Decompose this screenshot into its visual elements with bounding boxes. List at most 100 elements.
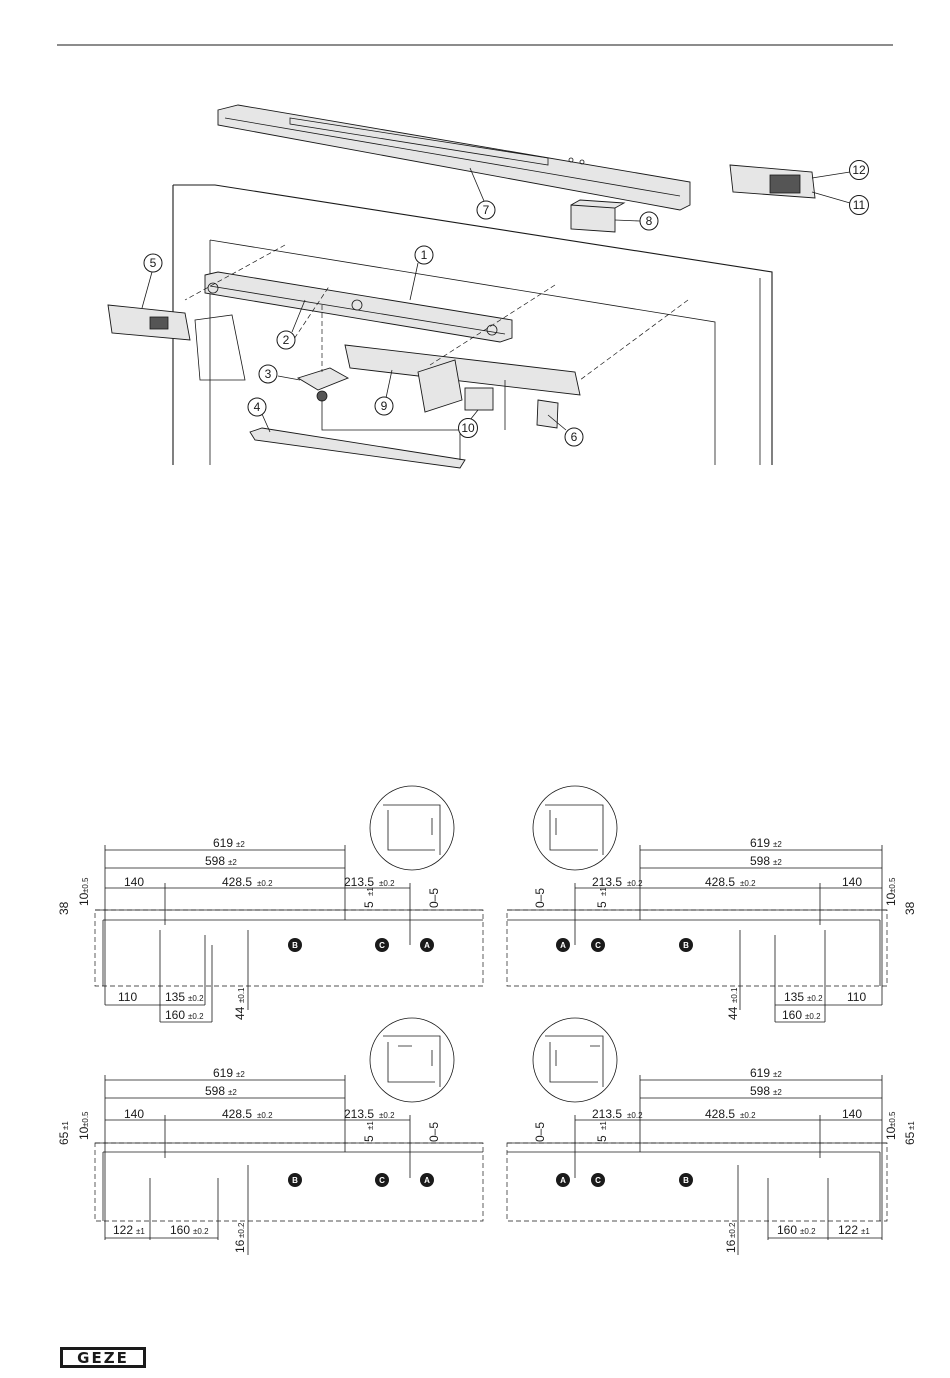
svg-text:±0.2: ±0.2 — [188, 994, 204, 1003]
mounting-diagram-4: 619±2 598±2 140 428.5±0.2 213.5±0.2 5±1 … — [506, 1017, 917, 1255]
svg-text:A: A — [560, 1176, 566, 1185]
marker-b: B — [679, 938, 693, 952]
svg-text:122: 122 — [838, 1223, 858, 1237]
svg-text:±2: ±2 — [228, 858, 237, 867]
part-8 — [570, 199, 626, 233]
svg-text:±0.2: ±0.2 — [728, 1222, 737, 1238]
svg-text:C: C — [379, 1176, 385, 1185]
svg-text:±1: ±1 — [861, 1227, 870, 1236]
svg-text:B: B — [683, 941, 689, 950]
svg-text:±2: ±2 — [773, 858, 782, 867]
svg-text:±0.2: ±0.2 — [800, 1227, 816, 1236]
svg-text:B: B — [292, 1176, 298, 1185]
callout-12: 12 — [811, 160, 869, 180]
svg-text:10: 10 — [77, 892, 91, 906]
svg-text:±2: ±2 — [228, 1088, 237, 1097]
svg-text:135: 135 — [784, 990, 804, 1004]
svg-text:7: 7 — [483, 203, 490, 217]
svg-text:10: 10 — [884, 892, 898, 906]
svg-text:±0.5: ±0.5 — [81, 1111, 90, 1127]
marker-c: C — [591, 938, 605, 952]
svg-text:±0.2: ±0.2 — [379, 1111, 395, 1120]
geze-logo: GEZE — [60, 1347, 146, 1368]
mounting-diagram-2: 619±2 598±2 140 428.5±0.2 213.5±0.2 5±1 … — [506, 785, 917, 1023]
svg-text:±1: ±1 — [61, 1121, 70, 1130]
svg-text:B: B — [683, 1176, 689, 1185]
svg-text:±1: ±1 — [599, 1121, 608, 1130]
svg-text:C: C — [379, 941, 385, 950]
svg-text:±2: ±2 — [236, 840, 245, 849]
callout-5: 5 — [141, 253, 163, 309]
svg-text:0–5: 0–5 — [427, 1122, 441, 1142]
callout-8: 8 — [614, 211, 659, 231]
svg-text:122: 122 — [113, 1223, 133, 1237]
svg-text:135: 135 — [165, 990, 185, 1004]
svg-text:A: A — [560, 941, 566, 950]
door-leaf — [506, 1142, 888, 1222]
part-6 — [536, 399, 559, 429]
callout-2: 2 — [276, 299, 306, 350]
svg-text:10: 10 — [461, 421, 475, 435]
svg-text:598: 598 — [750, 854, 770, 868]
svg-text:213.5: 213.5 — [344, 875, 374, 889]
svg-text:A: A — [424, 941, 430, 950]
svg-text:±2: ±2 — [236, 1070, 245, 1079]
svg-text:0–5: 0–5 — [533, 1122, 547, 1142]
callout-4: 4 — [247, 397, 271, 433]
svg-text:±0.5: ±0.5 — [888, 1111, 897, 1127]
svg-text:±0.2: ±0.2 — [257, 1111, 273, 1120]
svg-text:44: 44 — [233, 1006, 247, 1020]
svg-text:±0.5: ±0.5 — [888, 877, 897, 893]
svg-text:38: 38 — [57, 901, 71, 915]
svg-text:±2: ±2 — [773, 1088, 782, 1097]
callout-1: 1 — [409, 245, 434, 301]
svg-text:140: 140 — [124, 1107, 144, 1121]
detail-circle — [369, 785, 455, 871]
svg-text:±0.2: ±0.2 — [188, 1012, 204, 1021]
svg-text:B: B — [292, 941, 298, 950]
svg-text:160: 160 — [777, 1223, 797, 1237]
marker-b: B — [288, 938, 302, 952]
svg-text:5: 5 — [595, 901, 609, 908]
svg-text:110: 110 — [118, 990, 137, 1004]
svg-text:619: 619 — [750, 836, 770, 850]
door-frame-outer — [173, 184, 773, 465]
svg-text:±0.2: ±0.2 — [805, 1012, 821, 1021]
svg-text:619: 619 — [750, 1066, 770, 1080]
svg-text:160: 160 — [170, 1223, 190, 1237]
svg-text:10: 10 — [884, 1126, 898, 1140]
svg-text:±0.2: ±0.2 — [740, 1111, 756, 1120]
svg-text:598: 598 — [205, 1084, 225, 1098]
svg-text:12: 12 — [852, 163, 866, 177]
svg-text:±1: ±1 — [907, 1121, 916, 1130]
marker-a: A — [420, 1173, 434, 1187]
svg-text:C: C — [595, 1176, 601, 1185]
marker-b: B — [679, 1173, 693, 1187]
arm-part — [249, 427, 466, 469]
svg-text:140: 140 — [842, 1107, 862, 1121]
svg-text:GEZE: GEZE — [77, 1349, 129, 1367]
svg-text:±1: ±1 — [599, 887, 608, 896]
detail-circle — [532, 785, 618, 871]
svg-text:140: 140 — [124, 875, 144, 889]
svg-text:44: 44 — [726, 1006, 740, 1020]
callout-10: 10 — [458, 409, 479, 438]
svg-text:±0.1: ±0.1 — [730, 987, 739, 1003]
mounting-diagram-3: 619±2 598±2 140 428.5±0.2 213.5±0.2 5±1 … — [57, 1017, 484, 1255]
svg-text:213.5: 213.5 — [592, 875, 622, 889]
marker-c: C — [591, 1173, 605, 1187]
mounting-diagram-1: 619±2 598±2 140 428.5±0.2 213.5±0.2 5±1 … — [57, 785, 484, 1023]
svg-text:±0.2: ±0.2 — [237, 1222, 246, 1238]
door-leaf — [506, 909, 888, 987]
svg-text:598: 598 — [750, 1084, 770, 1098]
svg-text:65: 65 — [903, 1131, 917, 1145]
svg-text:598: 598 — [205, 854, 225, 868]
svg-text:±0.1: ±0.1 — [237, 987, 246, 1003]
svg-text:110: 110 — [847, 990, 866, 1004]
drive-unit — [344, 344, 581, 396]
exploded-view — [107, 104, 816, 469]
svg-text:8: 8 — [646, 214, 653, 228]
svg-text:0–5: 0–5 — [533, 888, 547, 908]
svg-text:±0.2: ±0.2 — [627, 1111, 643, 1120]
svg-text:±1: ±1 — [366, 1121, 375, 1130]
